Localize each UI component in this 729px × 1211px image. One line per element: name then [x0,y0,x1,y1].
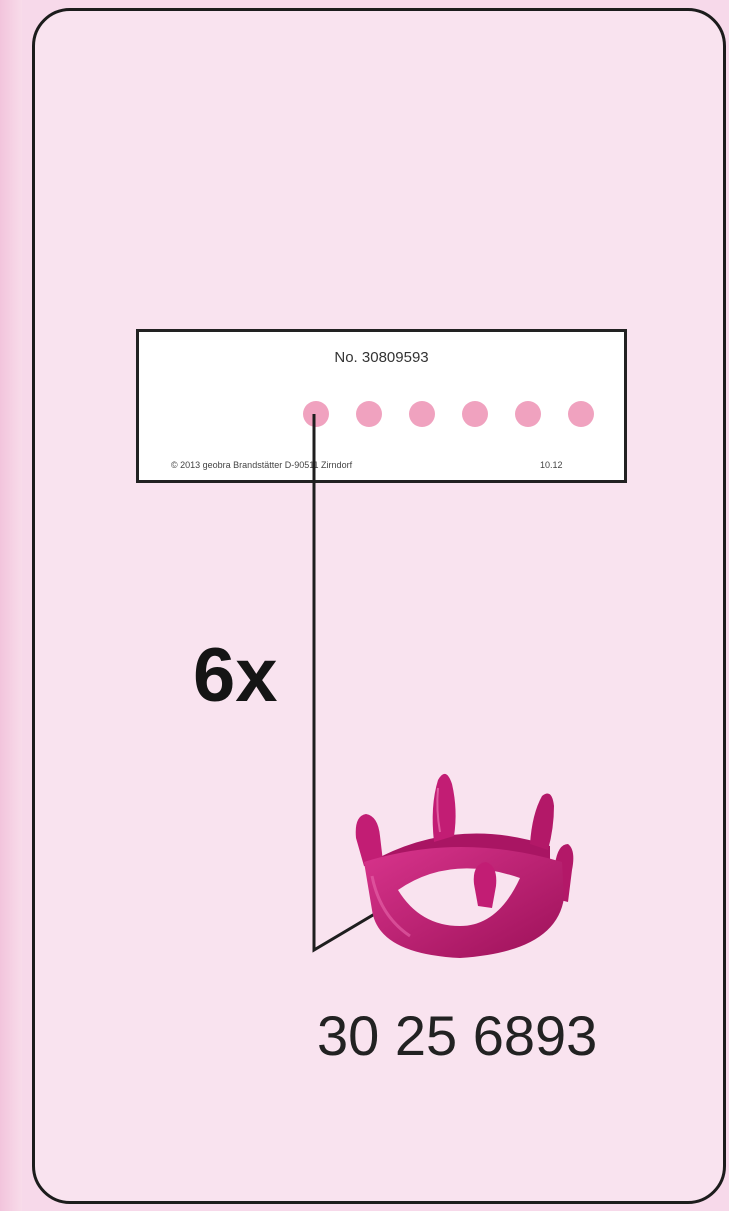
crown-icon [350,766,575,966]
part-number: 30 25 6893 [317,1008,597,1064]
slot-dot-4 [462,401,488,427]
set-number: No. 30809593 [139,349,624,366]
set-label-card: No. 30809593 © 2013 geobra Brandstätter … [136,329,627,483]
slot-dot-6 [568,401,594,427]
date-code: 10.12 [540,460,563,470]
slot-dot-1 [303,401,329,427]
copyright-text: © 2013 geobra Brandstätter D-90511 Zirnd… [171,460,352,470]
slot-dot-5 [515,401,541,427]
left-edge-strip [0,0,22,1211]
quantity-label: 6x [193,638,278,714]
slot-dot-2 [356,401,382,427]
slot-dot-3 [409,401,435,427]
